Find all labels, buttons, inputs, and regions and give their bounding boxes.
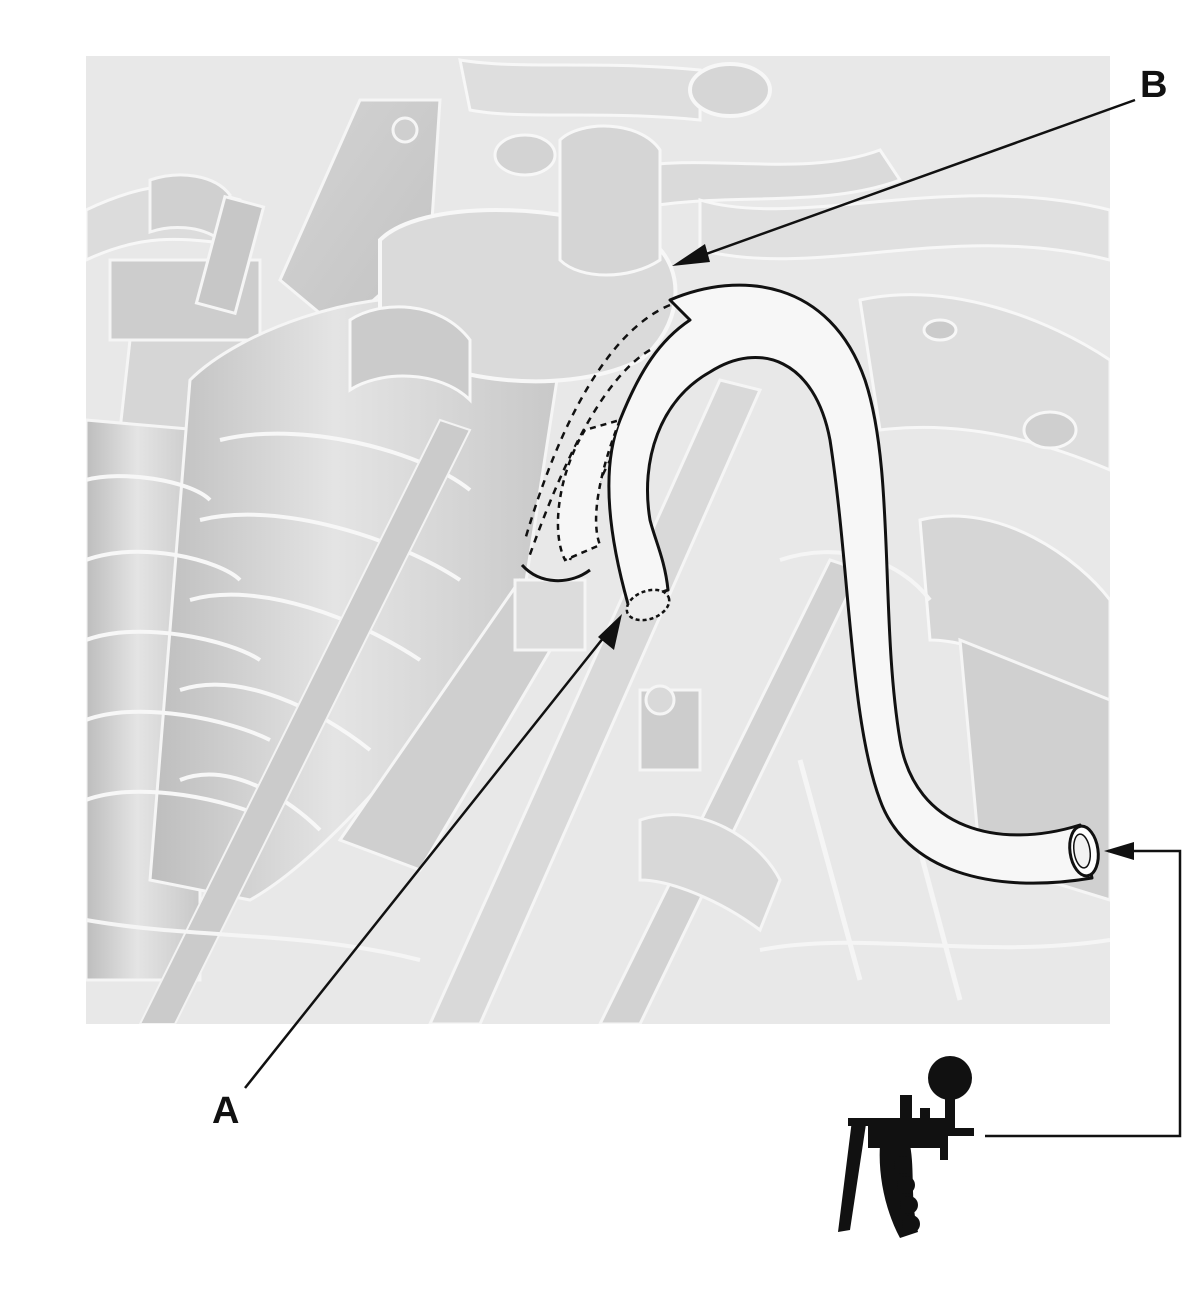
leader-arrow-a	[598, 614, 622, 650]
leader-line-a	[244, 631, 609, 1089]
leader-line-b	[694, 98, 1136, 260]
hose	[520, 283, 1100, 885]
hose-end-a	[556, 418, 623, 562]
pump-connection-line	[985, 849, 1182, 1138]
callout-label-b: B	[1140, 64, 1168, 106]
hose-opening-a	[625, 588, 671, 622]
callout-label-a: A	[212, 1090, 240, 1132]
pump-connection-arrow	[1104, 842, 1134, 860]
hand-vacuum-pump-with-gauge-icon	[838, 1056, 974, 1238]
hose-body	[607, 283, 1094, 885]
leader-arrow-b	[672, 244, 710, 266]
leader-lines	[244, 98, 1182, 1138]
